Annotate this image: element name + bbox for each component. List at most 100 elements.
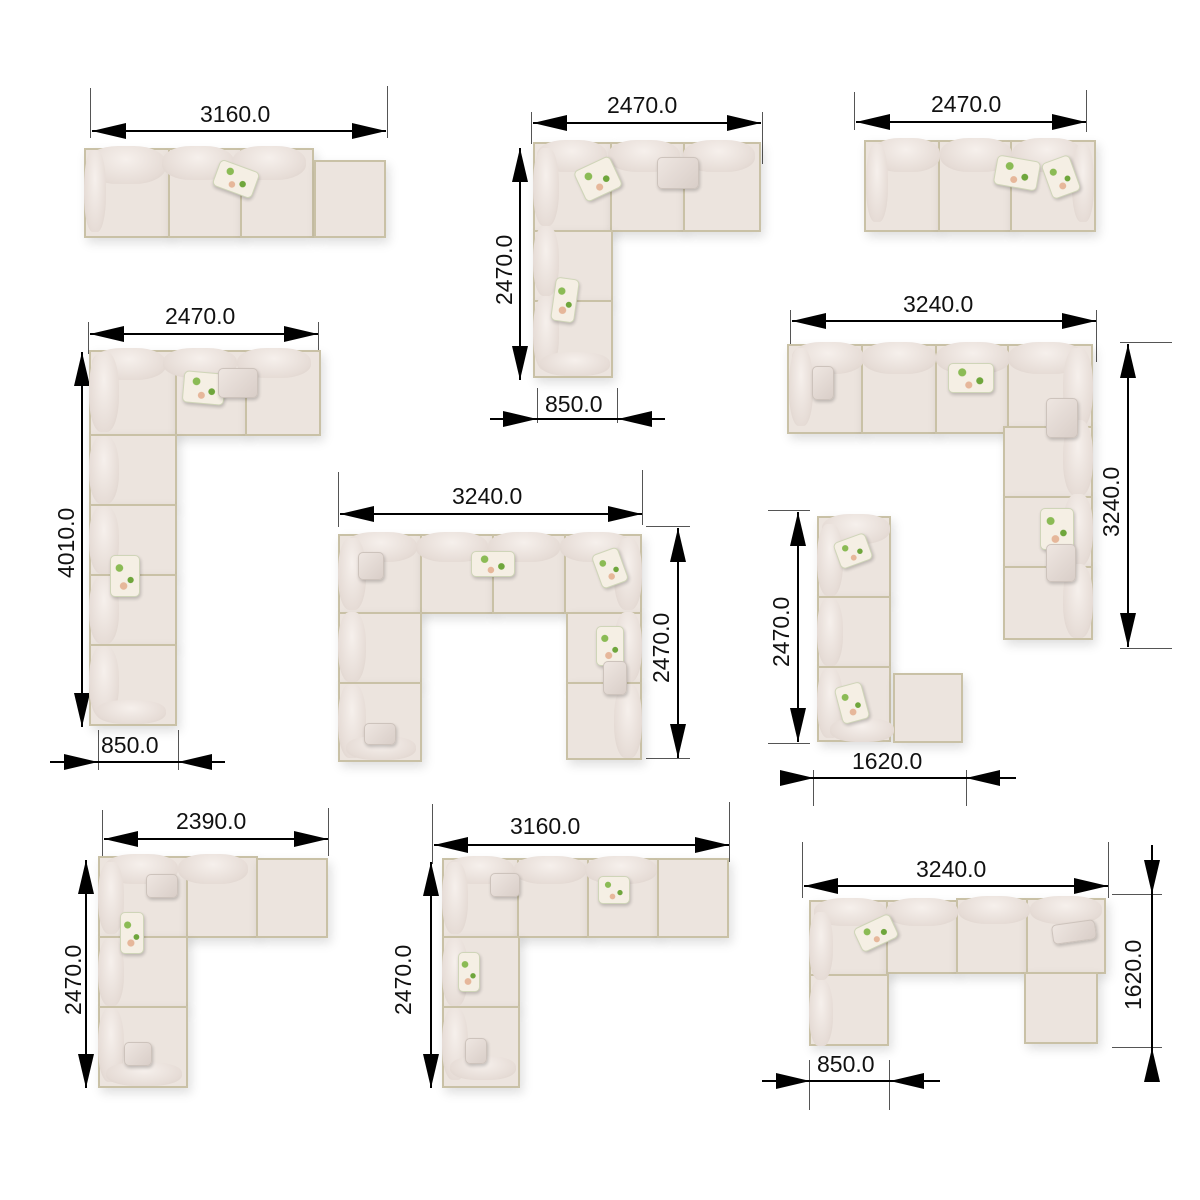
extension-line [387,86,388,138]
dimension-label: 2470.0 [931,91,1002,117]
dimension-label: 3160.0 [510,813,581,839]
floral-pillow [1040,508,1074,550]
dimension-line [85,860,87,1088]
dimension-label: 2470.0 [491,234,517,305]
extension-line [90,88,91,138]
arm-cushion [98,938,124,1006]
dimension-label: 2470.0 [165,303,236,329]
arrow-right-icon [608,506,642,522]
ottoman-module [1024,972,1098,1044]
extension-line [646,758,690,759]
extension-line [966,770,967,806]
arrow-down-icon [1120,613,1136,647]
arrow-down-icon [1144,860,1160,894]
dimension-line [762,1080,940,1082]
plain-pillow [218,368,258,398]
dimension-line [81,352,83,727]
arrow-left-icon [618,411,652,427]
arm-cushion [866,144,888,222]
arrow-left-icon [434,837,468,853]
arm-cushion [1072,144,1094,222]
arm-cushion [89,352,119,432]
extension-line [98,730,99,770]
plain-pillow [1046,398,1078,438]
arm-cushion [817,598,843,666]
extension-line [646,526,690,527]
dimension-line [856,121,1086,123]
dimension-label: 3240.0 [916,856,987,882]
floral-pillow [120,912,144,954]
extension-line [889,1060,890,1110]
dimension-label: 3240.0 [452,483,523,509]
back-cushion [540,352,610,376]
back-cushion [96,700,166,724]
dimension-label: 3160.0 [200,101,271,127]
extension-line [768,510,810,511]
arrow-up-icon [1120,344,1136,378]
ottoman-module [657,858,729,938]
arrow-left-icon [856,114,890,130]
floral-pillow [471,551,515,577]
arrow-down-icon [512,346,528,380]
arrow-left-icon [90,326,124,342]
dimension-line [1151,845,1153,1080]
arm-cushion [533,148,559,226]
arrow-up-icon [512,148,528,182]
arm-cushion [442,862,468,934]
dimension-line [677,528,679,758]
dimension-label: 2390.0 [176,808,247,834]
back-cushion [830,718,894,742]
plain-pillow [358,552,384,580]
extension-line [813,770,814,806]
extension-line [318,322,319,354]
arrow-right-icon [1052,114,1086,130]
arrow-right-icon [294,831,328,847]
dimension-line [92,130,386,132]
dimension-label: 2470.0 [648,612,674,683]
arrow-right-icon [1062,313,1096,329]
extension-line [432,804,433,864]
arm-cushion [789,348,813,426]
extension-line [762,112,763,164]
extension-line [88,322,89,354]
dimension-label: 2470.0 [60,944,86,1015]
back-cushion [106,1062,182,1086]
extension-line [1108,842,1109,898]
arrow-down-icon [78,1054,94,1088]
arrow-left-icon [178,754,212,770]
dimension-line [340,513,642,515]
plain-pillow [1046,544,1076,582]
extension-line [1120,342,1172,343]
back-cushion [958,896,1030,924]
arrow-left-icon [792,313,826,329]
extension-line [617,388,618,423]
arrow-right-icon [503,411,537,427]
extension-line [790,310,791,348]
plain-pillow [490,873,520,897]
arrow-right-icon [284,326,318,342]
arm-cushion [98,862,124,934]
arm-cushion [338,612,366,682]
extension-line [802,842,803,898]
arrow-right-icon [64,754,98,770]
dimension-line [519,148,521,380]
plain-pillow [812,366,834,400]
plain-pillow [146,874,178,898]
ottoman-module [893,673,963,743]
arrow-down-icon [423,1054,439,1088]
extension-line [178,730,179,770]
arrow-left-icon [966,770,1000,786]
arrow-up-icon [790,512,806,546]
arrow-right-icon [776,1073,810,1089]
extension-line [1086,90,1087,132]
arrow-left-icon [340,506,374,522]
dimension-label: 850.0 [101,732,159,758]
extension-line [102,810,103,858]
floral-pillow [458,952,480,992]
dimension-line [50,761,225,763]
dimension-line [430,862,432,1088]
floral-pillow [110,555,140,597]
extension-line [729,802,730,862]
extension-line [1112,894,1162,895]
dimension-label: 4010.0 [53,507,79,578]
